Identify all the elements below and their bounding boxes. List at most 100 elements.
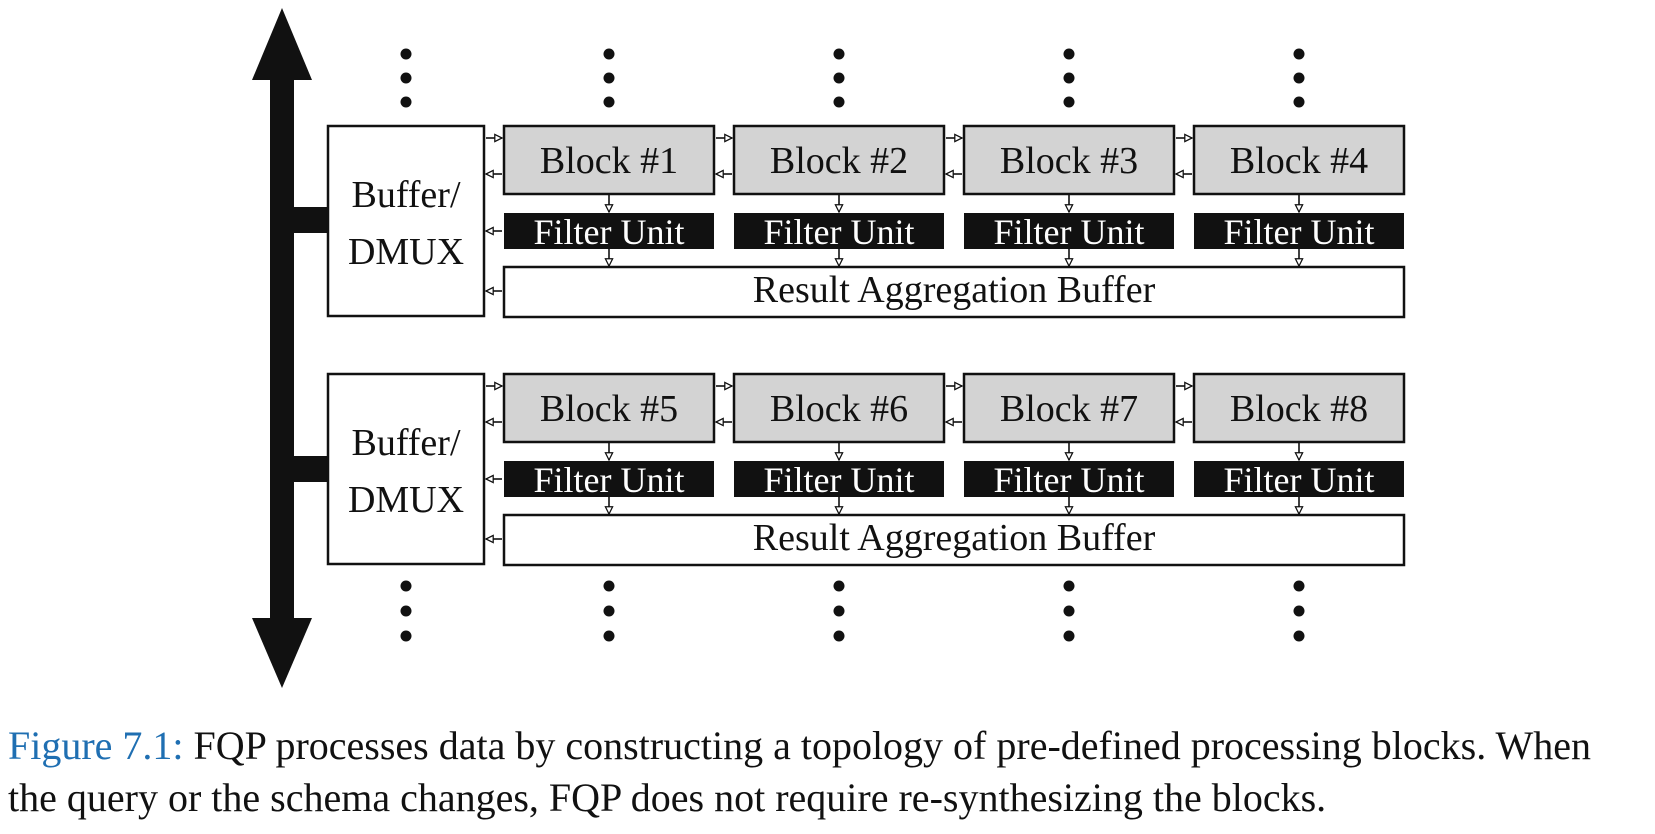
filter-unit-box	[964, 213, 1174, 249]
buffer-dmux-label-line2: DMUX	[348, 479, 464, 521]
filter-unit-box	[504, 461, 714, 497]
filter-unit-7: Filter Unit	[964, 460, 1174, 500]
block-box	[502, 124, 716, 196]
filter-unit-box	[734, 213, 944, 249]
block-label: Block #8	[1230, 388, 1368, 430]
filter-unit-box	[504, 213, 714, 249]
filter-unit-label: Filter Unit	[1224, 460, 1375, 500]
block-box	[1192, 372, 1406, 444]
ellipsis-dot	[833, 580, 845, 592]
filter-unit-label: Filter Unit	[534, 212, 685, 252]
figure-caption: Figure 7.1: FQP processes data by constr…	[8, 720, 1648, 824]
filter-unit-box	[964, 461, 1174, 497]
ellipsis-dot	[603, 630, 615, 642]
filter-unit-label: Filter Unit	[534, 460, 685, 500]
ellipsis-dot	[1063, 48, 1075, 60]
block-5: Block #5	[502, 372, 716, 444]
ellipsis-dot	[400, 630, 412, 642]
buffer-dmux-box	[326, 124, 486, 318]
block-box	[962, 372, 1176, 444]
ellipsis-dot	[603, 72, 615, 84]
ellipsis-dot	[1293, 630, 1305, 642]
buffer-dmux-label-line1: Buffer/	[351, 174, 460, 216]
ellipsis-dot	[400, 48, 412, 60]
block-1: Block #1	[502, 124, 716, 196]
bus-down-arrowhead-icon	[252, 618, 312, 688]
block-4: Block #4	[1192, 124, 1406, 196]
block-box	[962, 124, 1176, 196]
caption-text: FQP processes data by constructing a top…	[8, 723, 1592, 820]
ellipsis-dot	[603, 605, 615, 617]
filter-unit-label: Filter Unit	[764, 212, 915, 252]
block-6: Block #6	[732, 372, 946, 444]
filter-unit-label: Filter Unit	[994, 460, 1145, 500]
ellipsis-dot	[603, 96, 615, 108]
ellipsis-dot	[1063, 605, 1075, 617]
result-aggregation-buffer: Result Aggregation Buffer	[502, 265, 1406, 319]
ellipsis-dot	[1063, 72, 1075, 84]
filter-unit-2: Filter Unit	[734, 212, 944, 252]
continuation-dots	[400, 48, 1305, 642]
block-box	[732, 372, 946, 444]
bus-tap-lower	[290, 456, 330, 482]
ellipsis-dot	[1293, 72, 1305, 84]
block-8: Block #8	[1192, 372, 1406, 444]
filter-unit-1: Filter Unit	[504, 212, 714, 252]
block-label: Block #2	[770, 140, 908, 182]
ellipsis-dot	[400, 605, 412, 617]
block-label: Block #6	[770, 388, 908, 430]
ellipsis-dot	[1063, 96, 1075, 108]
filter-unit-3: Filter Unit	[964, 212, 1174, 252]
filter-unit-label: Filter Unit	[764, 460, 915, 500]
block-box	[732, 124, 946, 196]
ellipsis-dot	[603, 48, 615, 60]
filter-unit-box	[1194, 213, 1404, 249]
filter-unit-label: Filter Unit	[1224, 212, 1375, 252]
block-label: Block #1	[540, 140, 678, 182]
filter-unit-box	[1194, 461, 1404, 497]
processing-group-1: Buffer/ DMUX Block #1 Block #2 Block #3 …	[326, 124, 1406, 319]
ellipsis-dot	[1293, 48, 1305, 60]
filter-unit-5: Filter Unit	[504, 460, 714, 500]
ellipsis-dot	[400, 96, 412, 108]
block-label: Block #4	[1230, 140, 1368, 182]
data-bus-shaft	[270, 70, 294, 630]
buffer-dmux-box	[326, 372, 486, 566]
buffer-dmux-label-line1: Buffer/	[351, 422, 460, 464]
ellipsis-dot	[833, 48, 845, 60]
block-box	[1192, 124, 1406, 196]
ellipsis-dot	[1293, 96, 1305, 108]
ellipsis-dot	[833, 605, 845, 617]
result-aggregation-buffer: Result Aggregation Buffer	[502, 513, 1406, 567]
fqp-topology-diagram: Buffer/ DMUX Block #1 Block #2 Block #3 …	[252, 8, 1406, 688]
aggregation-buffer-label: Result Aggregation Buffer	[753, 269, 1156, 311]
aggregation-buffer-label: Result Aggregation Buffer	[753, 517, 1156, 559]
ellipsis-dot	[1293, 580, 1305, 592]
aggregation-buffer-box	[502, 513, 1406, 567]
filter-unit-label: Filter Unit	[994, 212, 1145, 252]
caption-label: Figure 7.1:	[8, 723, 184, 768]
bus-tap-upper	[290, 207, 330, 233]
block-box	[502, 372, 716, 444]
buffer-dmux-label-line2: DMUX	[348, 231, 464, 273]
ellipsis-dot	[1063, 580, 1075, 592]
ellipsis-dot	[1063, 630, 1075, 642]
aggregation-buffer-box	[502, 265, 1406, 319]
block-label: Block #5	[540, 388, 678, 430]
ellipsis-dot	[400, 580, 412, 592]
ellipsis-dot	[603, 580, 615, 592]
block-3: Block #3	[962, 124, 1176, 196]
bus-up-arrowhead-icon	[252, 8, 312, 80]
block-2: Block #2	[732, 124, 946, 196]
ellipsis-dot	[400, 72, 412, 84]
filter-unit-6: Filter Unit	[734, 460, 944, 500]
ellipsis-dot	[833, 72, 845, 84]
ellipsis-dot	[833, 96, 845, 108]
connection-arrows	[486, 138, 1299, 539]
filter-unit-box	[734, 461, 944, 497]
filter-unit-8: Filter Unit	[1194, 460, 1404, 500]
ellipsis-dot	[833, 630, 845, 642]
block-label: Block #7	[1000, 388, 1138, 430]
filter-unit-4: Filter Unit	[1194, 212, 1404, 252]
processing-group-2: Buffer/ DMUX Block #5 Block #6 Block #7 …	[326, 372, 1406, 567]
